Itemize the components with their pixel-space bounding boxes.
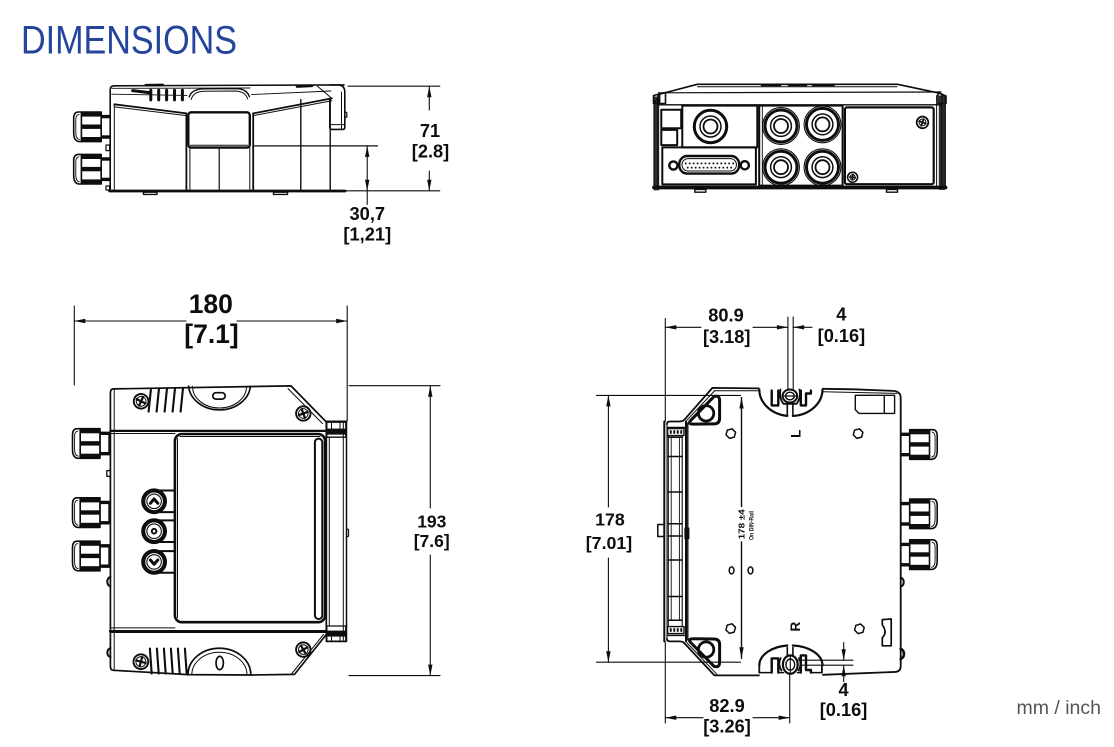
svg-text:178: 178 — [595, 510, 625, 530]
svg-text:[2.8]: [2.8] — [412, 142, 449, 162]
svg-text:[0.16]: [0.16] — [820, 700, 868, 720]
svg-text:80.9: 80.9 — [708, 306, 743, 326]
svg-text:On DIN-Rail: On DIN-Rail — [749, 511, 755, 540]
svg-text:4: 4 — [838, 680, 849, 700]
svg-text:L: L — [788, 430, 803, 438]
svg-text:[7.6]: [7.6] — [414, 531, 450, 551]
svg-text:193: 193 — [417, 512, 446, 532]
svg-text:4: 4 — [836, 304, 847, 324]
svg-text:mm / inch: mm / inch — [1016, 697, 1101, 719]
svg-text:71: 71 — [420, 121, 440, 141]
svg-text:180: 180 — [189, 289, 233, 319]
svg-text:R: R — [788, 621, 803, 631]
svg-text:[3.18]: [3.18] — [703, 327, 751, 347]
svg-text:DIMENSIONS: DIMENSIONS — [21, 19, 237, 63]
svg-text:[3.26]: [3.26] — [703, 717, 751, 737]
svg-text:82.9: 82.9 — [709, 696, 744, 716]
svg-text:[7.01]: [7.01] — [586, 533, 632, 553]
svg-text:[0.16]: [0.16] — [818, 326, 866, 346]
svg-text:30,7: 30,7 — [350, 203, 386, 224]
svg-text:178 ±4: 178 ±4 — [737, 509, 747, 539]
svg-text:[1,21]: [1,21] — [343, 224, 391, 245]
svg-text:[7.1]: [7.1] — [184, 319, 239, 349]
